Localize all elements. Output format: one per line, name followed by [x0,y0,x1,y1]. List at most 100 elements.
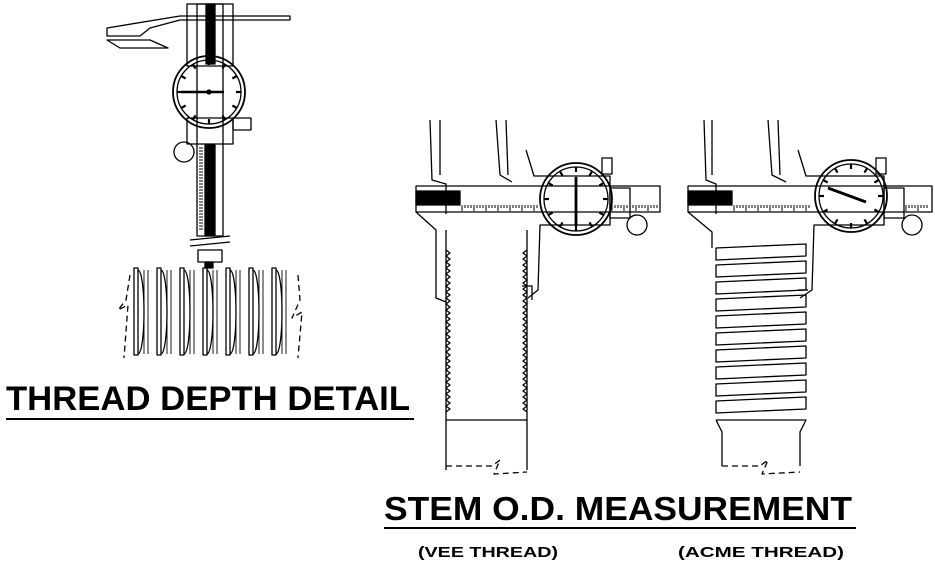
vee-thread-caption: (VEE THREAD) [418,544,558,561]
acme-tooth [715,260,807,278]
vee-scale-ticks [461,205,658,211]
dial-tick [180,75,187,80]
thread-flank [160,269,168,355]
thread-root [143,270,149,354]
vee-serration-right [522,249,528,413]
thread-flank [252,269,260,355]
acme-tooth [715,294,807,312]
thumb-wheel [173,141,195,163]
thread-crest [202,267,208,356]
dial-hub [206,89,212,95]
caliper-lower-slider [186,117,234,145]
depth-rod-tip [204,261,214,269]
vee-lock-screw [601,157,613,175]
thread-crest [271,267,277,356]
caliper-beam-fill-lower [204,144,216,236]
acme-thread-caption: (ACME THREAD) [678,544,844,561]
thread-flank [229,269,237,355]
acme-scale-ticks [733,205,928,211]
thread-root [235,270,241,354]
vee-thread-serrations [445,249,528,413]
thread-crest [225,267,231,356]
caliper-beam-fill [205,3,216,65]
acme-stem-break [722,459,801,475]
vee-jaw-upper-right [495,119,513,183]
acme-lock-screw [875,157,887,175]
dial-tick [873,208,880,213]
caliper-upper-jaw [106,15,291,37]
thread-flank [183,269,191,355]
vee-thumb-wheel [626,214,648,236]
thread-crest [248,267,254,356]
acme-tooth [715,311,807,329]
dial-tick [588,221,593,228]
dial-tick [873,179,880,184]
dial-tick [547,182,554,187]
acme-jaw-upper-right [767,119,787,183]
thread-break-right [291,274,303,359]
acme-tooth [715,396,807,414]
vee-slider [525,149,611,299]
acme-beam-fill [687,190,733,206]
thread-flank [206,269,214,355]
acme-slider [797,149,885,299]
acme-tooth [715,379,807,397]
acme-tooth [715,345,807,363]
acme-tooth [715,243,807,261]
vee-serration-left [445,249,451,413]
caliper-lower-jaw [106,39,169,49]
dial-tick [822,179,829,184]
acme-thumb-wheel [901,214,923,236]
dial-tick [231,104,238,109]
thread-flank [137,269,145,355]
thread-root [281,270,287,354]
thread-depth-title: THREAD DEPTH DETAIL [6,380,410,418]
thread-root [258,270,264,354]
thread-profile [133,267,287,356]
thread-root [212,270,218,354]
vee-beam-fill [415,190,461,206]
dial-outer [172,55,246,129]
acme-dial-outer [814,159,888,233]
break-marks [189,235,231,247]
vee-thread-caliper [415,119,661,475]
thread-root [166,270,172,354]
thread-crest [179,267,185,356]
dial-tick [559,170,564,177]
acme-tooth [715,277,807,295]
dial-tick [547,211,554,216]
thread-break-left [117,274,131,359]
dial-tick [598,182,605,187]
dial-tick [559,221,564,228]
acme-stem-step [715,419,807,466]
acme-thread-caliper [687,119,933,475]
thread-crest [156,267,162,356]
dial-tick [588,170,593,177]
stem-od-title: STEM O.D. MEASUREMENT [384,490,852,527]
dial-tick [598,211,605,216]
vee-jaw-lower-right [522,285,533,300]
depth-rod-foot [197,249,223,263]
acme-slider-end [883,187,905,219]
acme-dial-needle [827,186,867,204]
acme-tooth [715,328,807,346]
thread-depth-caliper [106,3,303,359]
dial-tick [192,63,197,70]
dial-tick [822,208,829,213]
dial-tick [863,218,868,225]
dial-tick [231,75,238,80]
thread-crest [133,267,139,356]
dial-tick [863,167,868,174]
dial-tick [221,63,226,70]
acme-dial-ticks [819,164,883,228]
acme-jaw-lower-left [687,211,713,248]
dial-tick [834,218,839,225]
vee-slider-end [609,187,631,219]
vee-dial-outer [539,162,613,236]
vee-stem-break [446,459,528,475]
vee-jaw-lower-left [415,211,447,303]
depth-scale-ticks [199,147,203,230]
acme-thread-teeth [715,243,807,414]
acme-tooth [715,362,807,380]
